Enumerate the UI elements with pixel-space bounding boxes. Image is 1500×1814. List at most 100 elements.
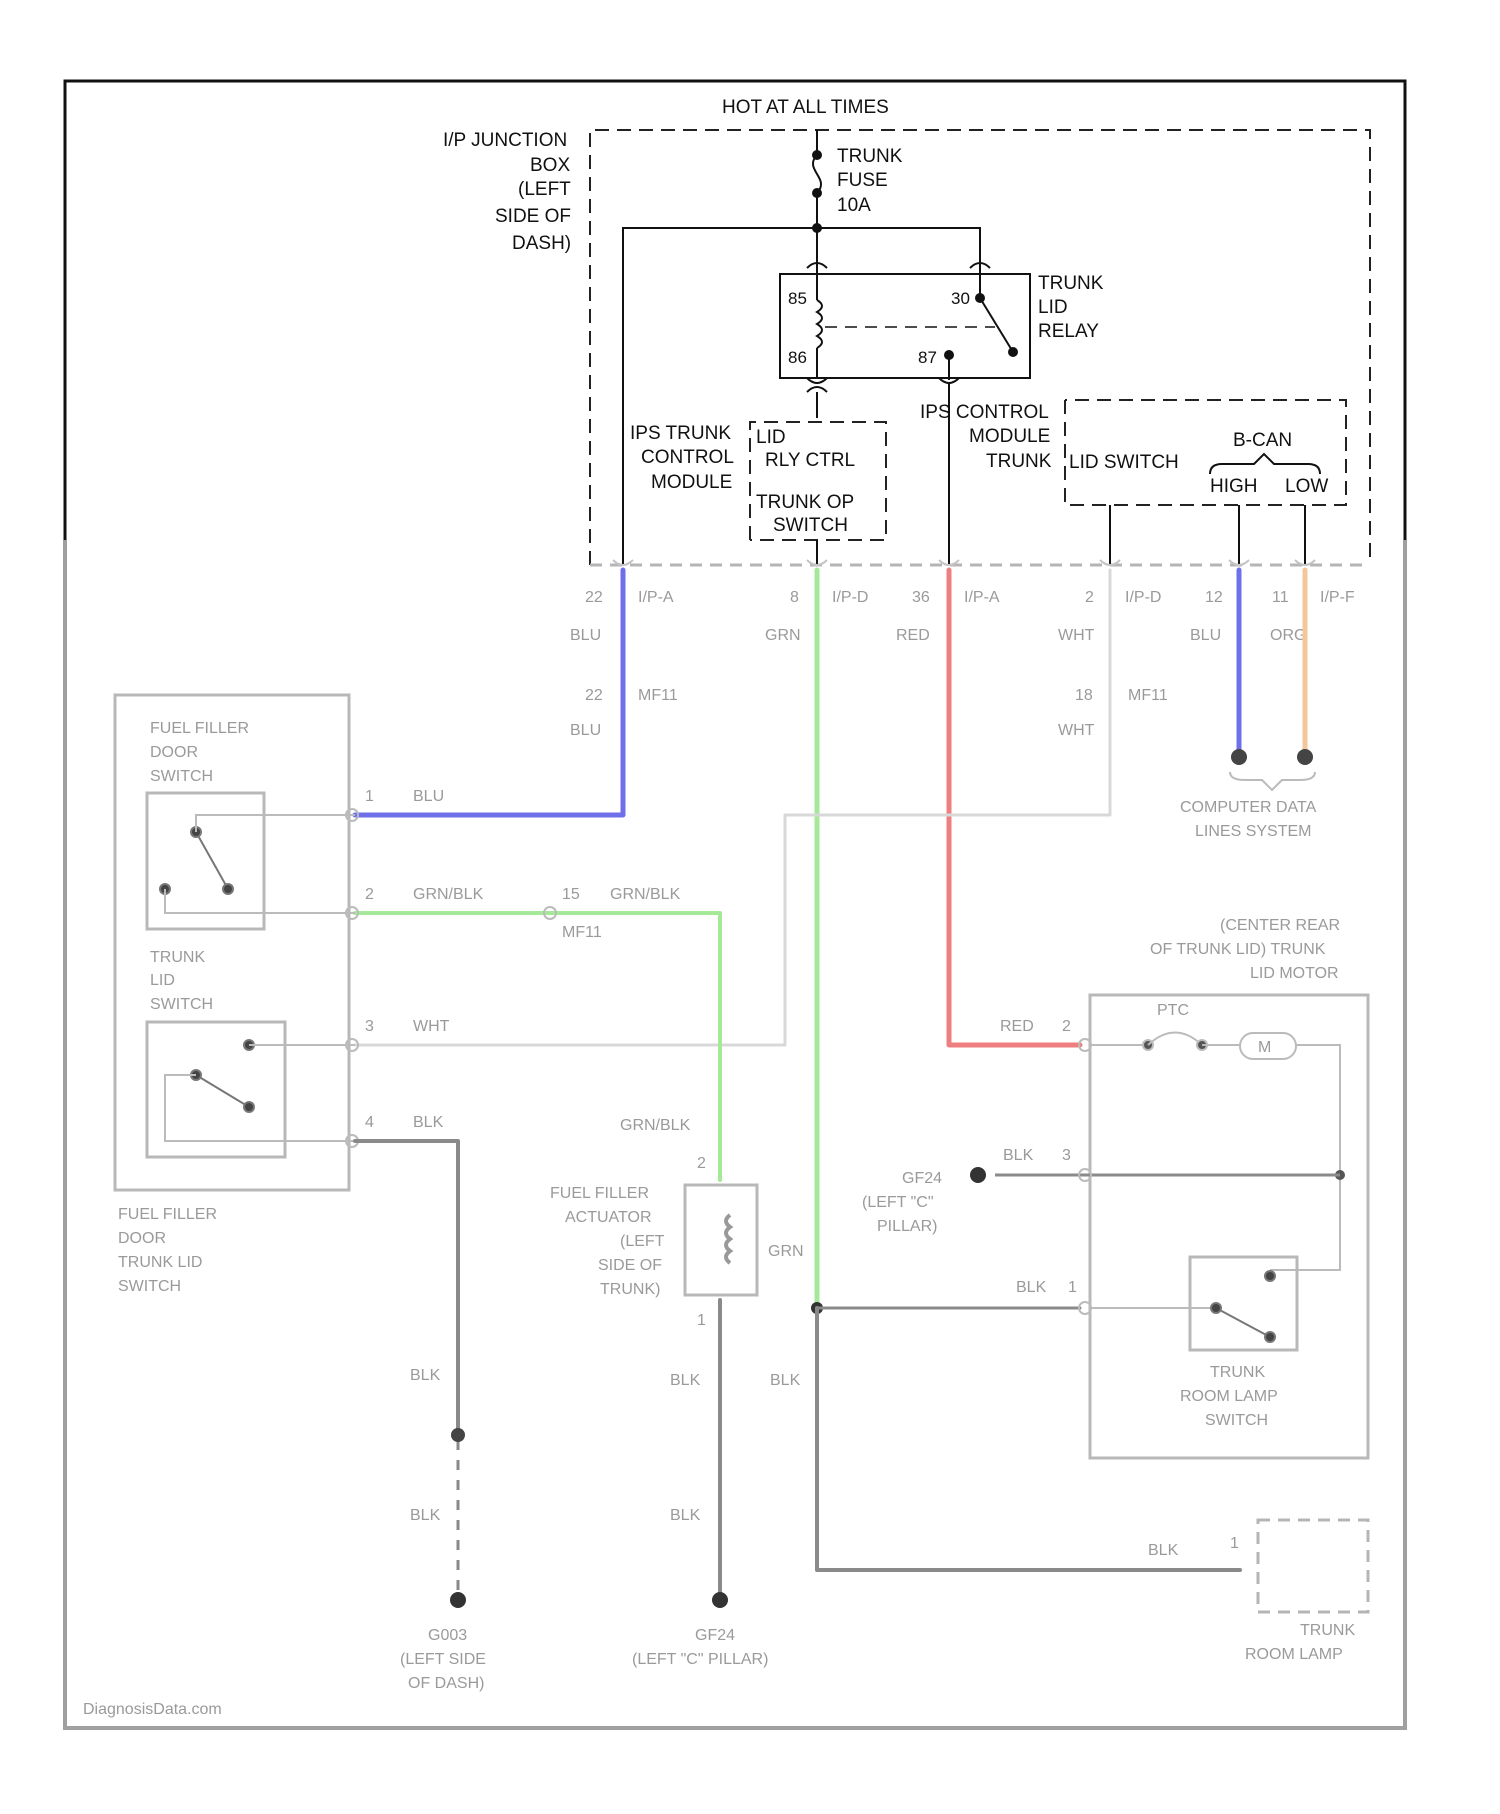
tls-label-3: SWITCH	[150, 996, 213, 1013]
mf11-wht-id: MF11	[1128, 687, 1168, 704]
frame-top	[65, 81, 1405, 540]
bcan-high-end	[1231, 749, 1247, 765]
jb-conn-2-pin: 8	[790, 589, 799, 606]
trunk-lid-switch-icon	[165, 1040, 355, 1141]
pillar-ground-label-1: GF24	[695, 1627, 735, 1644]
jb-conn-1-pin: 22	[585, 589, 603, 606]
trunk-lid-switch-box	[147, 1022, 285, 1157]
wire-color-blu-3: BLU	[570, 722, 601, 739]
mf11-grn-id: MF11	[562, 924, 602, 941]
blk-wire-pin-3: 3	[1062, 1147, 1071, 1164]
mf11-blu-id: MF11	[638, 687, 678, 704]
jb-conn-2-id: I/P-D	[832, 589, 868, 606]
ips-trunk-rly-ctrl-label: RLY CTRL	[765, 450, 855, 471]
ips-trunk-label-1: IPS TRUNK	[630, 423, 731, 444]
gf24-top-label-2: (LEFT "C"	[862, 1194, 934, 1211]
ips-trunk-lid-label: LID	[756, 427, 786, 448]
dash-ground-label-2: (LEFT SIDE	[400, 1651, 486, 1668]
ips-control-label-2: MODULE	[969, 426, 1050, 447]
junction-box-label-3: (LEFT	[518, 179, 571, 200]
trls-label-1: TRUNK	[1210, 1364, 1265, 1381]
actuator-label-3: (LEFT	[620, 1233, 665, 1250]
jb-conn-4-pin: 2	[1085, 589, 1094, 606]
trunk-room-lamp-switch-icon	[1091, 1271, 1275, 1342]
junction-box-label-5: DASH)	[512, 233, 571, 254]
bcan-low-end	[1297, 749, 1313, 765]
jb-conn-6-pin: 11	[1272, 589, 1289, 606]
blu-wire	[355, 570, 623, 815]
relay-coil-icon	[817, 300, 822, 348]
bcan-high-label: HIGH	[1210, 476, 1258, 497]
pillar-ground-label-2: (LEFT "C" PILLAR)	[632, 1651, 768, 1668]
dash-ground-label-1: G003	[428, 1627, 467, 1644]
actuator-label-2: ACTUATOR	[565, 1209, 652, 1226]
fuse-to-relay30-wire	[817, 228, 980, 262]
blk-label-b: BLK	[410, 1507, 441, 1524]
combo-pin-4-wire: BLK	[413, 1114, 444, 1131]
red-wire-pin: 2	[1062, 1018, 1071, 1035]
bcan-bracket	[1210, 454, 1320, 474]
blk-label-e: BLK	[770, 1372, 801, 1389]
mf11-grn-wire: GRN/BLK	[610, 886, 681, 903]
computer-data-bracket	[1230, 772, 1315, 790]
fuel-filler-door-switch-icon	[160, 815, 355, 913]
relay-pin-85: 85	[788, 289, 807, 308]
ffds-label-3: SWITCH	[150, 768, 213, 785]
trls-label-2: ROOM LAMP	[1180, 1388, 1278, 1405]
wire-color-blu-2: BLU	[1190, 627, 1221, 644]
junction-box-label-4: SIDE OF	[495, 206, 571, 227]
wire-color-wht-2: WHT	[1058, 722, 1095, 739]
actuator-pin-1: 1	[697, 1312, 706, 1329]
relay-switch-blade	[980, 298, 1013, 352]
bcan-label: B-CAN	[1233, 430, 1292, 451]
mf11-grn-pin: 15	[562, 886, 580, 903]
relay-pin-87: 87	[918, 348, 937, 367]
frame-bottom	[65, 540, 1405, 1728]
ips-control-lid-switch-label: LID SWITCH	[1069, 452, 1179, 473]
relay-label-3: RELAY	[1038, 321, 1099, 342]
tls-label-2: LID	[150, 972, 175, 989]
fuse-element-icon	[813, 155, 821, 193]
combo-pin-2: 2	[365, 886, 374, 903]
wire-color-wht-1: WHT	[1058, 627, 1095, 644]
combo-pin-3: 3	[365, 1018, 374, 1035]
mf11-blu-pin: 22	[585, 687, 603, 704]
wire-color-grn-1: GRN	[765, 627, 801, 644]
pin4-ground-wire	[355, 1141, 458, 1430]
lamp-label-2: ROOM LAMP	[1245, 1646, 1343, 1663]
ffds-label-2: DOOR	[150, 744, 198, 761]
blk-wire-label-1: BLK	[1003, 1147, 1034, 1164]
dash-ground-dot	[450, 1592, 466, 1608]
ips-trunk-label-2: CONTROL	[641, 447, 734, 468]
wire-color-red-1: RED	[896, 627, 930, 644]
mf11-wht-pin: 18	[1075, 687, 1093, 704]
motor-location-2: OF TRUNK LID) TRUNK	[1150, 941, 1326, 958]
junction-box-label-2: BOX	[530, 155, 570, 176]
actuator-label-5: TRUNK)	[600, 1281, 660, 1298]
combo-label-4: SWITCH	[118, 1278, 181, 1295]
lamp-pin: 1	[1230, 1535, 1239, 1552]
combo-pin-1: 1	[365, 788, 374, 805]
fuse-label-1: TRUNK	[837, 146, 903, 167]
fuse-label-3: 10A	[837, 195, 871, 216]
combo-label-1: FUEL FILLER	[118, 1206, 217, 1223]
jb-conn-1-id: I/P-A	[638, 589, 674, 606]
wire-color-org-1: ORG	[1270, 627, 1306, 644]
wire-color-blu-1: BLU	[570, 627, 601, 644]
trls-label-3: SWITCH	[1205, 1412, 1268, 1429]
tls-label-1: TRUNK	[150, 949, 205, 966]
motor-location-3: LID MOTOR	[1250, 965, 1339, 982]
computer-data-label-1: COMPUTER DATA	[1180, 799, 1317, 816]
jb-conn-3-pin: 36	[912, 589, 930, 606]
trunk-room-lamp-box	[1258, 1520, 1368, 1612]
lamp-label-1: TRUNK	[1300, 1622, 1355, 1639]
actuator-wire-label: GRN/BLK	[620, 1117, 691, 1134]
gf24-top-label-1: GF24	[902, 1170, 942, 1187]
combo-label-2: DOOR	[118, 1230, 166, 1247]
blk-label-c: BLK	[670, 1372, 701, 1389]
jb-conn-5-pin: 12	[1205, 589, 1223, 606]
relay-switch-end	[1008, 347, 1018, 357]
jb-conn-3-id: I/P-A	[964, 589, 1000, 606]
relay-pin-30: 30	[951, 289, 970, 308]
